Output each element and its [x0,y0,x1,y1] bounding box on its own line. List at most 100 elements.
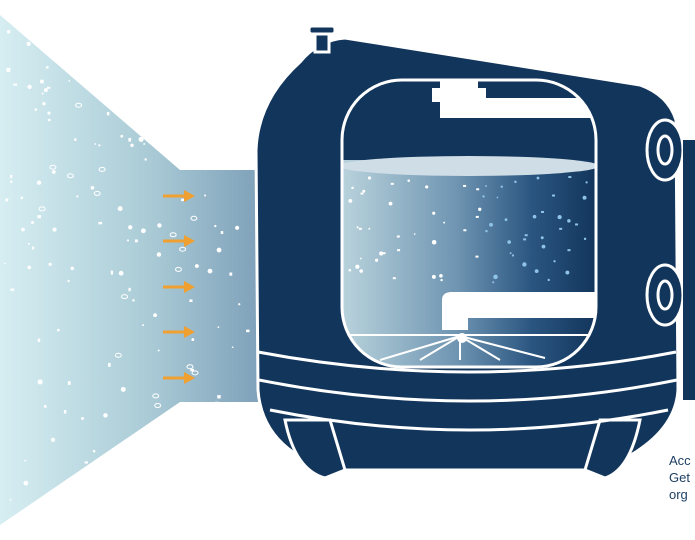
particle [541,211,544,213]
particle [172,504,176,506]
particle [221,231,224,234]
caption-line: Acc [669,452,695,469]
particle [440,279,442,281]
particle [98,222,102,224]
particle [119,271,124,276]
particle [132,299,134,301]
particle [397,249,400,251]
particle [222,512,224,515]
particle [230,72,233,75]
particle [98,144,100,146]
particle [41,504,46,509]
particle [84,472,87,475]
particle [74,138,76,141]
particle [38,379,43,384]
particle [507,240,511,244]
particle [76,195,78,197]
particle [27,42,31,46]
particle [21,228,25,232]
particle [251,64,253,66]
particle [492,281,494,283]
particle [237,132,241,136]
particle [439,274,443,278]
particle [166,142,171,147]
particle [144,158,146,160]
particle [141,228,146,233]
particle [235,226,239,230]
caption-text: Acc Get org [669,452,695,503]
particle [135,239,138,242]
particle [13,84,17,86]
particle [194,156,200,160]
particle [51,438,55,442]
particle [57,329,60,332]
particle [514,181,516,183]
particle [142,324,144,326]
particle [20,196,23,199]
particle [213,484,216,487]
particle [118,61,124,65]
particle [348,199,352,203]
particle [542,245,546,249]
particle [10,181,12,183]
particle [111,271,113,275]
particle [157,19,162,24]
particle [158,86,162,89]
particle [239,151,241,153]
particle [42,93,44,95]
particle [512,254,514,256]
particle [94,72,96,74]
particle [351,187,354,190]
particle [161,42,165,44]
particle [121,387,126,392]
particle [128,138,131,142]
particle [541,236,544,239]
particle [35,108,38,111]
particle [93,450,96,453]
particle [4,263,6,265]
particle [173,496,176,499]
particle [10,499,12,501]
particle [130,144,133,147]
particle [143,143,145,145]
particle [567,219,570,222]
particle [489,223,493,227]
particle [89,32,93,36]
particle [170,434,172,436]
particle [68,381,71,385]
particle [37,181,41,185]
particle [393,277,396,279]
particle [190,454,194,458]
particle [139,137,144,142]
particle [106,473,110,476]
particle [149,28,152,31]
particle [38,338,40,342]
particle [485,230,487,232]
particle [191,406,194,408]
particle [28,243,30,245]
particle [67,280,69,282]
particle [235,491,240,496]
particle [211,88,213,90]
particle [161,92,164,94]
particle [217,395,220,398]
particle [191,338,194,341]
particle [6,68,10,72]
particle [118,206,123,211]
particle [368,176,371,179]
particle [48,263,51,266]
particle [44,88,48,92]
particle [116,469,119,472]
particle [575,223,578,225]
particle [585,181,587,183]
particle [583,196,587,200]
particle [221,108,224,111]
particle [145,70,149,73]
particle [359,228,362,230]
particle [42,102,45,105]
particle [179,97,182,100]
particle [229,273,232,276]
particle [217,326,219,328]
tank-window [339,80,600,370]
particle [379,251,383,255]
